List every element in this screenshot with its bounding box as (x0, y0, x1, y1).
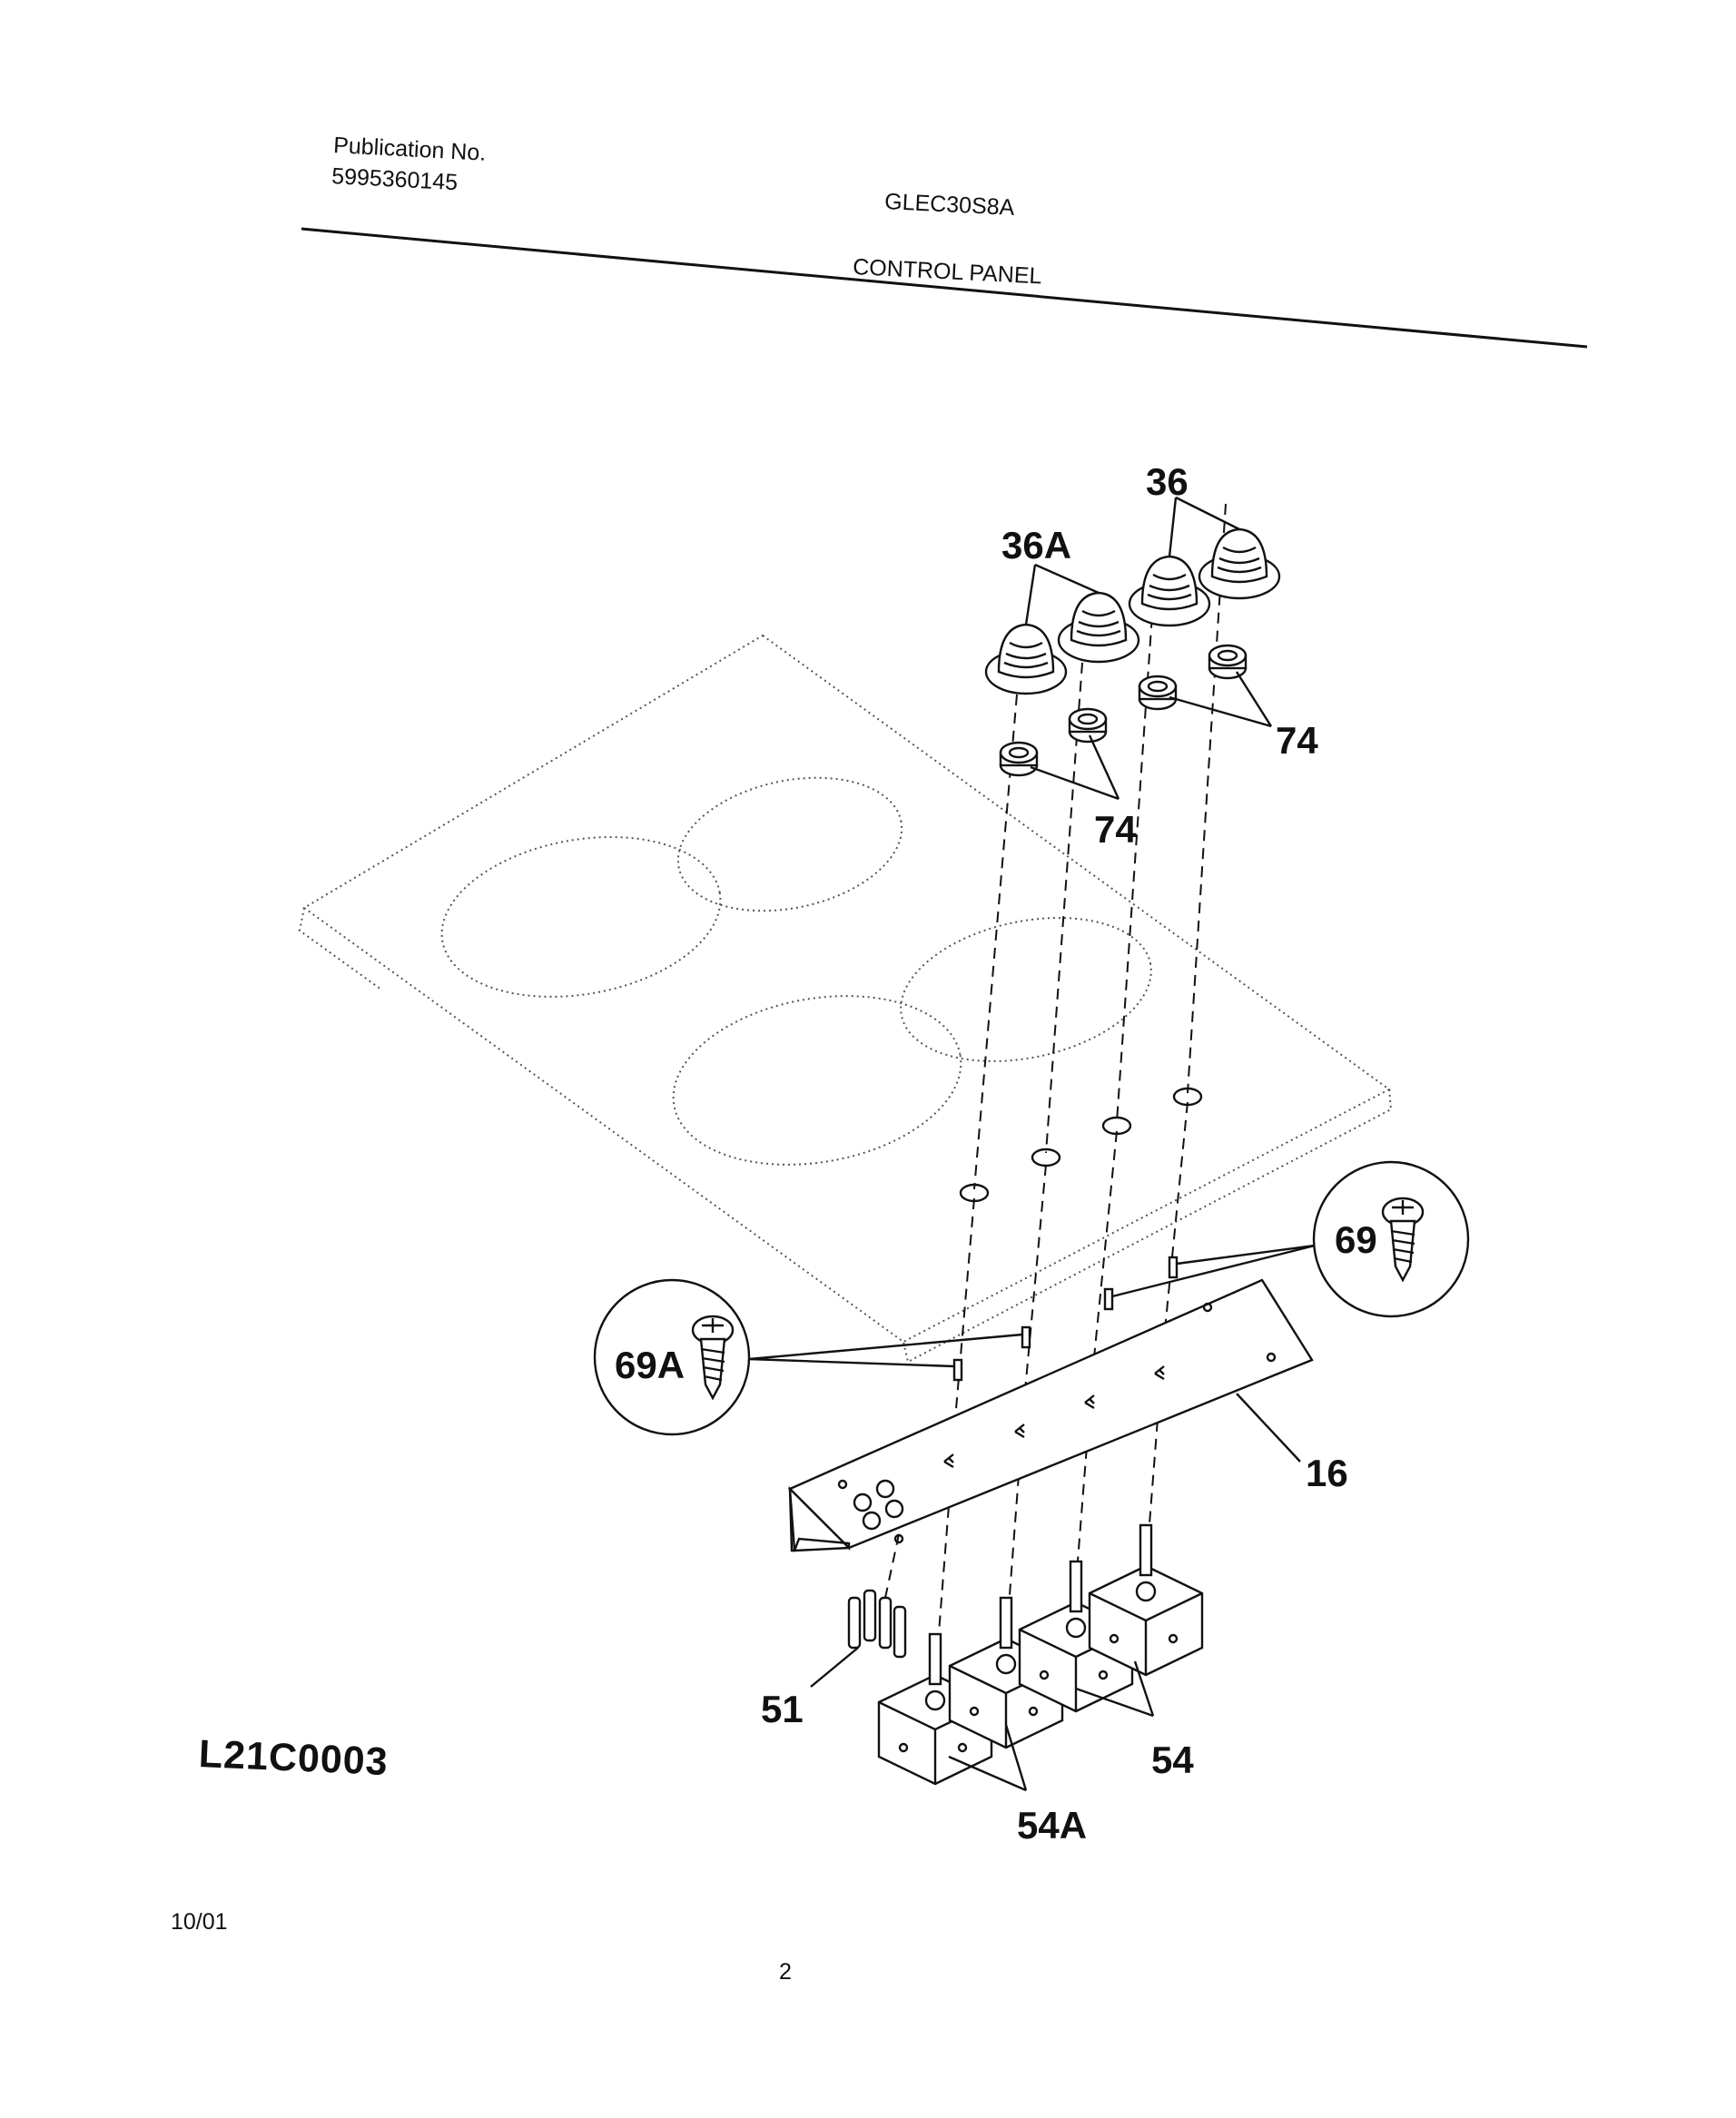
knob-group (984, 527, 1281, 695)
diagram-code: L21C0003 (197, 1732, 390, 1785)
control-panel-bracket (787, 1278, 1314, 1552)
switch-4 (1088, 1523, 1204, 1677)
knob-4 (1198, 527, 1281, 600)
knob-2 (1057, 591, 1140, 664)
label-36: 36 (1146, 460, 1189, 503)
infinite-switches (877, 1523, 1204, 1786)
label-16: 16 (1306, 1452, 1348, 1494)
bezel-group (999, 644, 1248, 777)
page-number: 2 (779, 1959, 792, 1985)
leader-lines (948, 496, 1301, 1792)
label-51: 51 (761, 1688, 804, 1730)
screw-callout-69A (593, 1278, 1023, 1436)
header-rule (301, 227, 1588, 349)
label-54: 54 (1151, 1739, 1194, 1781)
screws-in-place (952, 1256, 1179, 1382)
label-74-left: 74 (1094, 808, 1137, 851)
knob-1 (984, 623, 1068, 695)
label-69A: 69A (615, 1344, 685, 1386)
screw-callout-69 (1111, 1160, 1470, 1318)
label-69: 69 (1335, 1218, 1377, 1261)
revision-date: 10/01 (171, 1909, 228, 1935)
label-54A: 54A (1017, 1804, 1087, 1847)
cooktop-glass (298, 634, 1393, 1364)
indicator-lights (810, 1589, 907, 1688)
label-36A: 36A (1001, 524, 1071, 566)
label-74-right: 74 (1276, 719, 1318, 762)
knob-3 (1128, 555, 1211, 627)
